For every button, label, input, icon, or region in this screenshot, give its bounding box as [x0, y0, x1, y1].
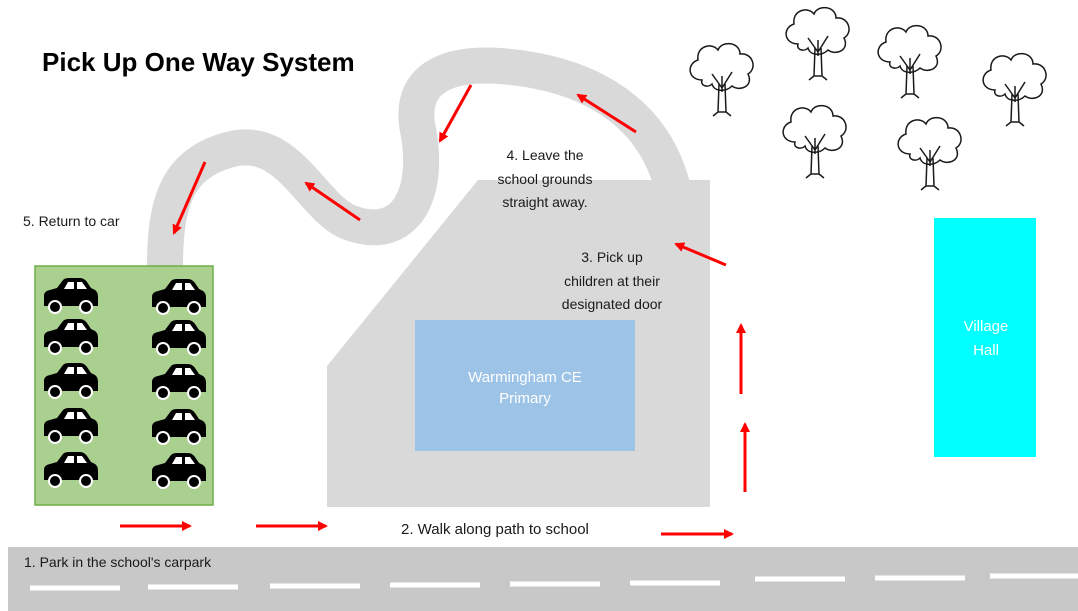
step3-line1: 3. Pick up [581, 249, 643, 265]
arrow-icon [304, 181, 361, 222]
step1-label: 1. Park in the school's carpark [24, 554, 212, 570]
step3-line2: children at their [564, 273, 660, 289]
road-markings [30, 573, 1078, 591]
school-label-line1: Warmingham CE [468, 369, 582, 386]
step3-line3: designated door [562, 296, 663, 312]
page-title: Pick Up One Way System [42, 47, 355, 77]
hall-label-line1: Village [964, 318, 1009, 335]
tree-icon [982, 52, 1047, 127]
tree-icon [897, 116, 962, 191]
tree-icon [877, 24, 942, 99]
tree-icon [782, 104, 847, 179]
hall-label-line2: Hall [973, 342, 999, 359]
arrow-icon [172, 161, 207, 235]
arrow-icon [576, 93, 637, 134]
tree-icon [785, 6, 850, 81]
school-label-line2: Primary [499, 390, 551, 407]
direction-arrows [120, 84, 750, 539]
step4-line3: straight away. [502, 194, 587, 210]
tree-icon [689, 42, 754, 117]
step2-label: 2. Walk along path to school [401, 521, 589, 538]
school-building [415, 320, 635, 451]
exit-path [147, 47, 690, 269]
arrow-icon [438, 84, 473, 143]
arrow-icon [674, 242, 727, 267]
step5-label: 5. Return to car [23, 213, 120, 229]
village-hall [934, 218, 1036, 457]
trees [689, 6, 1047, 191]
step4-line1: 4. Leave the [506, 147, 583, 163]
step4-line2: school grounds [498, 171, 593, 187]
